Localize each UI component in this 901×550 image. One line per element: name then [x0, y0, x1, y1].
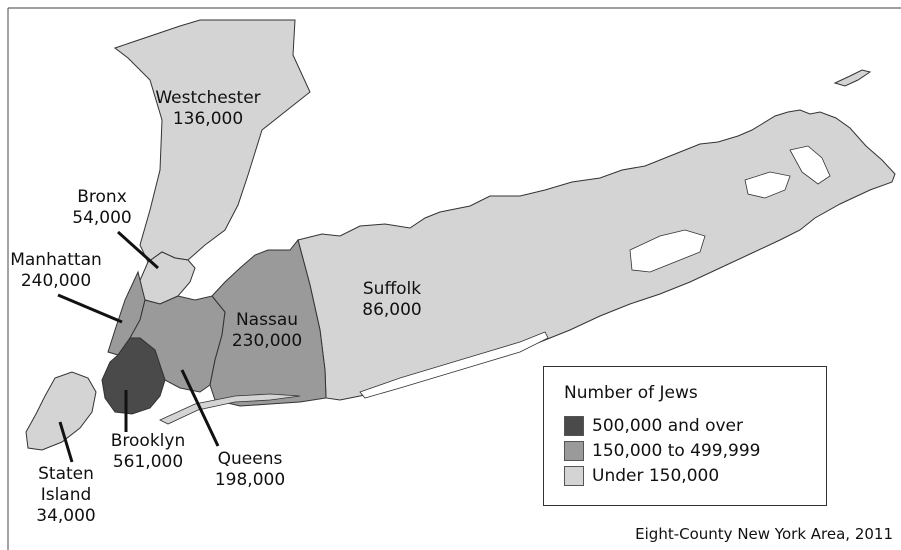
label-westchester-value: 136,000 [173, 109, 243, 129]
suffolk-gardiners-bay [744, 171, 791, 199]
legend-label-high: 500,000 and over [592, 415, 743, 436]
leader-line-queens [180, 369, 220, 447]
legend-label-low: Under 150,000 [592, 465, 720, 486]
county-westchester [113, 19, 311, 263]
county-brooklyn [101, 337, 166, 415]
rockaway-peninsula [159, 393, 301, 425]
legend-item-low: Under 150,000 [564, 463, 826, 488]
label-bronx-value: 54,000 [72, 208, 131, 228]
label-westchester-name: Westchester [155, 88, 260, 108]
label-nassau-value: 230,000 [232, 331, 302, 351]
label-manhattan-value: 240,000 [21, 271, 91, 291]
map-legend: Number of Jews 500,000 and over 150,000 … [543, 366, 827, 506]
county-staten-island [25, 371, 97, 451]
leader-line-manhattan [57, 293, 123, 324]
legend-item-mid: 150,000 to 499,999 [564, 438, 826, 463]
label-suffolk-value: 86,000 [362, 300, 421, 320]
legend-item-high: 500,000 and over [564, 413, 826, 438]
label-staten-island-line1: Staten [38, 464, 94, 484]
suffolk-south-bay [359, 331, 549, 399]
suffolk-north-fork-inlet [789, 145, 831, 185]
county-nassau [209, 238, 327, 407]
label-brooklyn-name: Brooklyn [111, 431, 185, 451]
leader-line-bronx [116, 230, 160, 270]
map-caption: Eight-County New York Area, 2011 [635, 525, 893, 543]
legend-swatch-low [564, 465, 584, 486]
label-queens-value: 198,000 [215, 470, 285, 490]
label-nassau-name: Nassau [236, 310, 298, 330]
label-staten-island-line2: Island [41, 485, 92, 505]
legend-swatch-mid [564, 440, 584, 461]
label-suffolk-name: Suffolk [363, 279, 421, 299]
label-brooklyn-value: 561,000 [113, 452, 183, 472]
leader-line-staten-island [58, 421, 74, 463]
label-bronx-name: Bronx [77, 187, 127, 207]
label-staten-island-value: 34,000 [36, 506, 95, 526]
legend-label-mid: 150,000 to 499,999 [592, 440, 761, 461]
label-manhattan-name: Manhattan [10, 250, 102, 270]
legend-title: Number of Jews [564, 383, 698, 403]
fishers-island [833, 69, 872, 87]
label-queens-name: Queens [218, 449, 283, 469]
legend-swatch-high [564, 415, 584, 436]
suffolk-peconic-bay [629, 229, 706, 273]
